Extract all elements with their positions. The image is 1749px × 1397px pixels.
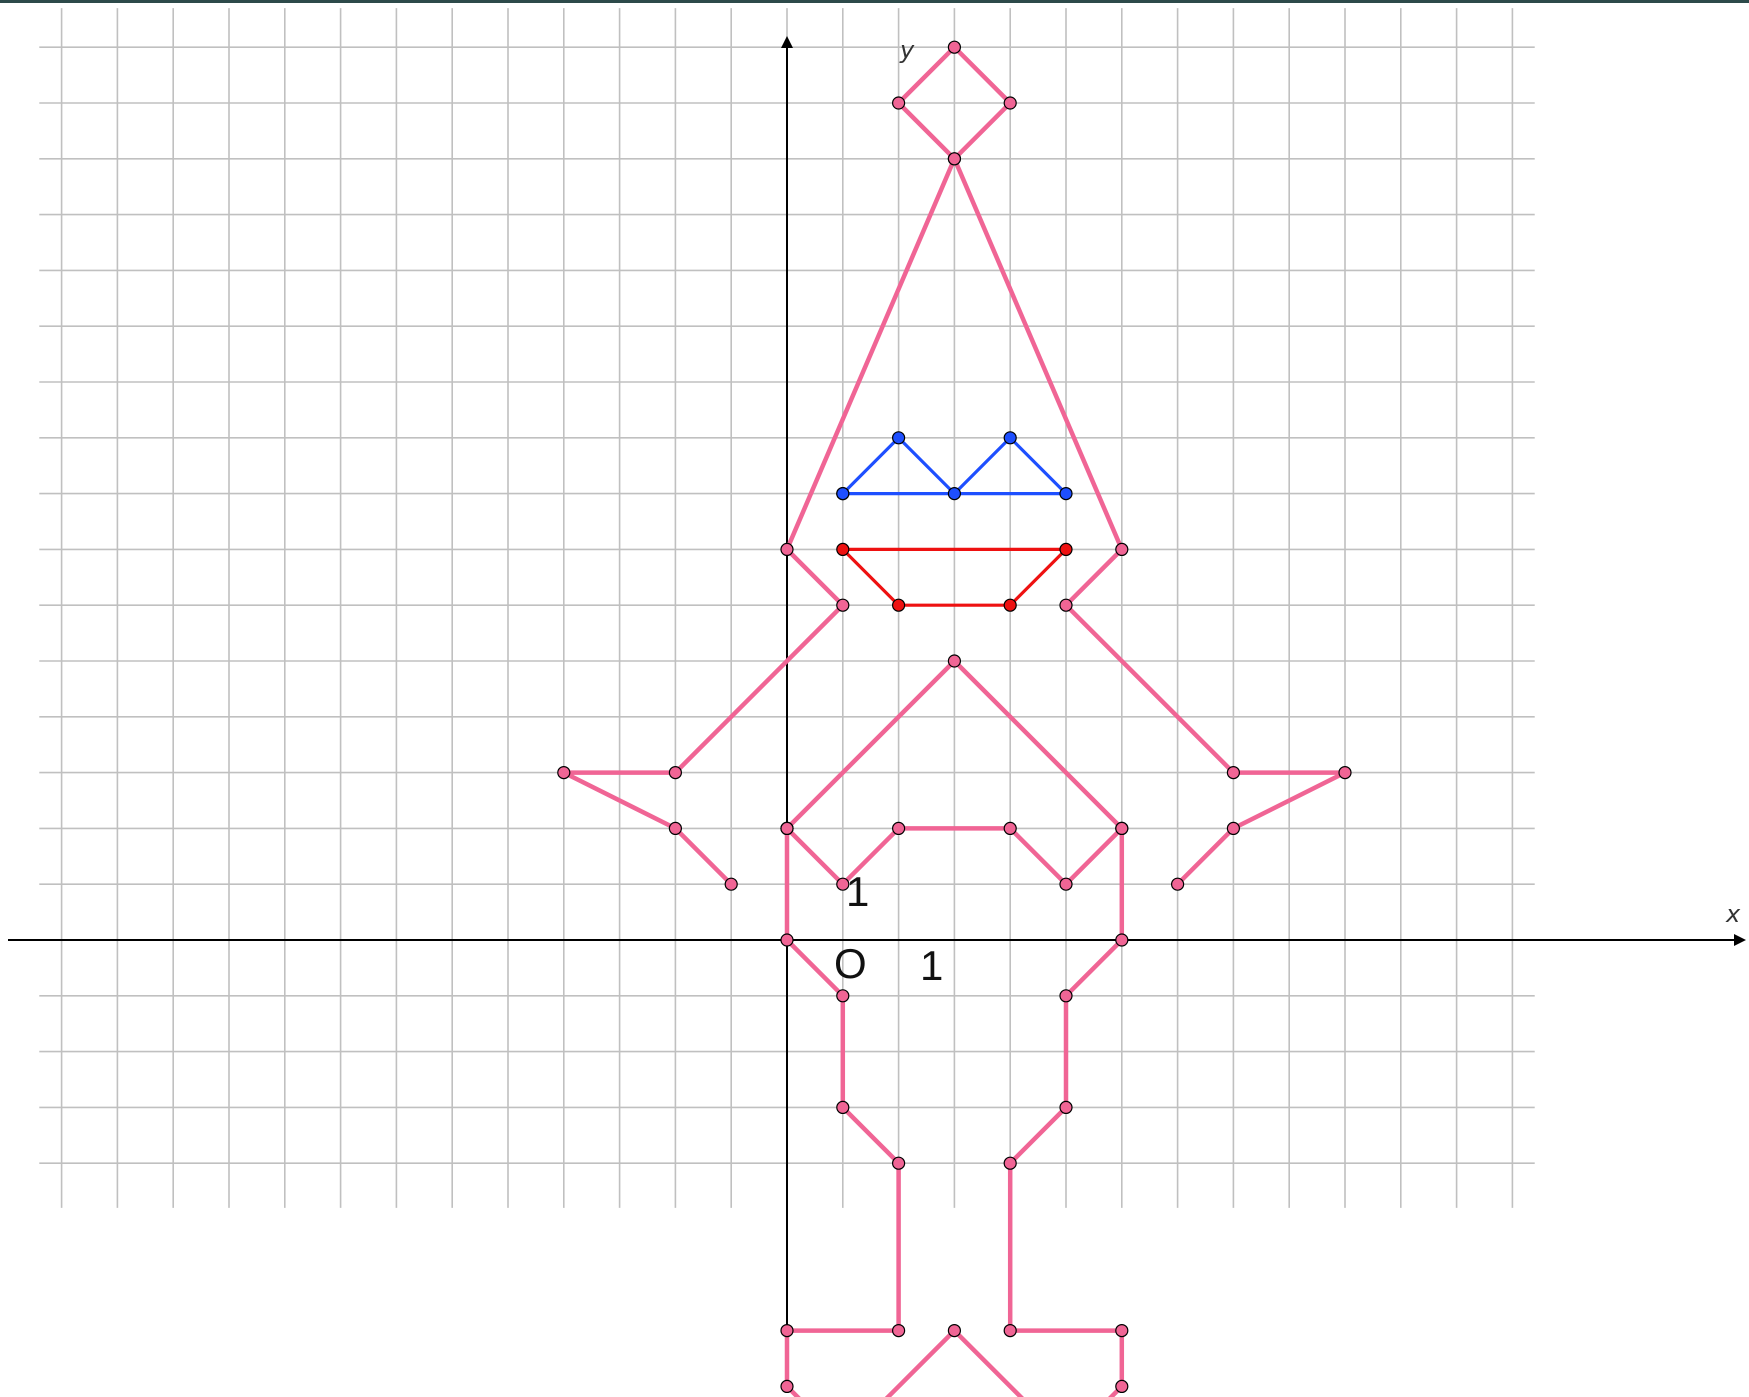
vertex-point bbox=[891, 821, 906, 836]
vertex-point bbox=[1338, 765, 1352, 780]
vertex-point bbox=[1003, 1156, 1017, 1170]
origin-label: O bbox=[834, 940, 867, 987]
vertex-point bbox=[1115, 933, 1129, 947]
x-unit-label: 1 bbox=[920, 942, 943, 989]
vertex-point bbox=[1059, 487, 1073, 501]
top-border bbox=[0, 0, 1749, 3]
vertex-point bbox=[780, 821, 794, 836]
vertex-point bbox=[836, 542, 850, 557]
vertex-point bbox=[836, 989, 850, 1003]
vertex-point bbox=[557, 765, 571, 780]
vertex-point bbox=[1003, 431, 1017, 445]
vertex-point bbox=[1226, 765, 1241, 780]
vertex-point bbox=[668, 765, 683, 780]
vertex-point bbox=[1170, 877, 1185, 891]
vertex-point bbox=[1003, 821, 1017, 836]
vertex-point bbox=[1003, 598, 1017, 612]
vertex-point bbox=[947, 654, 962, 668]
axes: x y O 1 1 bbox=[8, 36, 1746, 1385]
drawing-vertices bbox=[557, 40, 1352, 1394]
vertex-point bbox=[836, 877, 850, 891]
vertex-point bbox=[836, 487, 850, 501]
eyes-zigzag bbox=[841, 436, 1068, 496]
vertex-point bbox=[1115, 1379, 1129, 1394]
vertex-point bbox=[1059, 542, 1073, 557]
vertex-point bbox=[724, 877, 738, 891]
vertex-point bbox=[780, 542, 794, 557]
vertex-point bbox=[891, 1323, 906, 1338]
vertex-point bbox=[1115, 821, 1129, 836]
vertex-point bbox=[1115, 1323, 1129, 1338]
vertex-point bbox=[891, 96, 906, 110]
vertex-point bbox=[836, 598, 850, 612]
vertex-point bbox=[1059, 989, 1073, 1003]
vertex-point bbox=[947, 40, 962, 54]
y-axis-label: y bbox=[899, 36, 915, 64]
vertex-point bbox=[947, 487, 962, 501]
vertex-point bbox=[780, 1379, 794, 1394]
vertex-point bbox=[780, 933, 794, 947]
vertex-point bbox=[1059, 1100, 1073, 1115]
vertex-point bbox=[1226, 821, 1241, 836]
vertex-point bbox=[947, 1323, 962, 1338]
vertex-point bbox=[836, 1100, 850, 1115]
y-unit-label: 1 bbox=[846, 868, 869, 915]
x-axis-label: x bbox=[1725, 900, 1741, 928]
vertex-point bbox=[947, 152, 962, 166]
chest-and-body bbox=[784, 658, 1125, 887]
vertex-point bbox=[1059, 598, 1073, 612]
vertex-point bbox=[1003, 96, 1017, 110]
vertex-point bbox=[668, 821, 683, 836]
vertex-point bbox=[891, 1156, 906, 1170]
vertex-point bbox=[891, 598, 906, 612]
vertex-point bbox=[1003, 1323, 1017, 1338]
vertex-point bbox=[891, 431, 906, 445]
vertex-point bbox=[780, 1323, 794, 1338]
vertex-point bbox=[1059, 877, 1073, 891]
vertex-point bbox=[1115, 542, 1129, 557]
